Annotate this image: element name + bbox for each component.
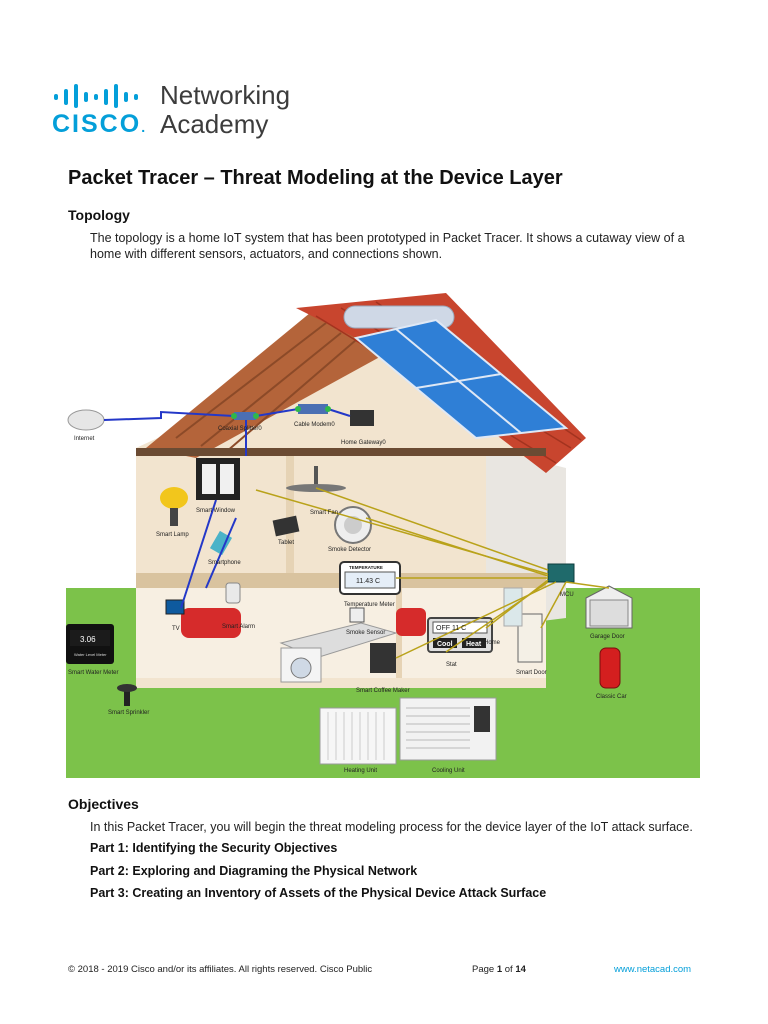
part-1-text: Identifying the Security Objectives [132, 841, 338, 855]
label-smart-window: Smart Window [196, 508, 236, 514]
footer-copyright: © 2018 - 2019 Cisco and/or its affiliate… [68, 964, 373, 975]
part-1-label: Part 1: [90, 841, 129, 855]
topology-heading: Topology [68, 207, 130, 223]
label-water-meter-sub: Water Level Meter [74, 652, 107, 657]
label-smart-fan: Smart Fan [310, 510, 338, 516]
label-tablet: Tablet [278, 540, 294, 546]
label-smartphone: Smartphone [208, 560, 241, 566]
label-temperature-value: 11.43 C [356, 578, 380, 585]
label-temperature-header: TEMPERATURE [349, 565, 383, 570]
networking-text: Networking [160, 80, 291, 110]
tv [165, 599, 185, 615]
part-3: Part 3: Creating an Inventory of Assets … [90, 886, 546, 900]
objectives-heading: Objectives [68, 796, 139, 812]
label-garage-door: Garage Door [590, 634, 625, 640]
academy-text: Academy [160, 109, 269, 139]
solar-panel [353, 318, 569, 440]
part-2-text: Exploring and Diagraming the Physical Ne… [132, 864, 418, 878]
objectives-text: In this Packet Tracer, you will begin th… [90, 820, 693, 834]
smart-fan [314, 466, 318, 486]
smart-sprinkler [124, 688, 130, 706]
part-1: Part 1: Identifying the Security Objecti… [90, 841, 337, 855]
label-home-gateway: Home Gateway0 [341, 440, 386, 446]
label-tv: TV [172, 626, 180, 632]
label-home: Home [484, 640, 501, 646]
smoke-sensor [349, 607, 365, 623]
part-2-label: Part 2: [90, 864, 129, 878]
classic-car [599, 647, 621, 689]
sofa [181, 608, 241, 638]
smart-coffee-maker [370, 643, 396, 673]
label-smart-sprinkler: Smart Sprinkler [108, 710, 149, 716]
cisco-bridge-icon [54, 84, 138, 108]
heating-unit [319, 707, 397, 765]
label-heating-unit: Heating Unit [344, 768, 377, 774]
label-smart-door: Smart Door [516, 670, 547, 676]
part-3-label: Part 3: [90, 886, 129, 900]
label-smart-lamp: Smart Lamp [156, 532, 189, 538]
smart-lamp [160, 487, 188, 509]
label-thermostat: Stat [446, 662, 457, 668]
coaxial-splitter [234, 412, 256, 420]
floor-upper [136, 448, 546, 456]
home-gateway [350, 410, 374, 426]
label-smoke-detector: Smoke Detector [328, 547, 371, 553]
label-smart-coffee-maker: Smart Coffee Maker [356, 688, 410, 694]
topology-text-line1: The topology is a home IoT system that h… [90, 231, 685, 245]
smart-alarm [225, 582, 241, 604]
label-thermostat-display: OFF 11 C [436, 625, 466, 632]
topology-figure: Internet Coaxial Splitter0 Cable Modem0 … [66, 288, 700, 778]
footer-page-number: Page 1 of 14 [472, 964, 526, 975]
topology-text-line2: home with different sensors, actuators, … [90, 247, 443, 261]
label-smart-water-meter: Smart Water Meter [68, 670, 118, 676]
smartphone [209, 530, 233, 556]
label-coaxial-splitter: Coaxial Splitter0 [218, 426, 262, 432]
attic [146, 308, 396, 458]
cable-modem [298, 404, 328, 414]
label-cooling-unit: Cooling Unit [432, 768, 465, 774]
label-smoke-sensor: Smoke Sensor [346, 630, 385, 636]
label-water-meter-value: 3.06 [80, 635, 96, 644]
document-title: Packet Tracer – Threat Modeling at the D… [68, 167, 563, 189]
wire-internet [103, 410, 235, 421]
cisco-wordmark: CISCO. [52, 110, 148, 138]
label-smart-alarm: Smart Alarm [222, 624, 255, 630]
internet-cloud [67, 409, 105, 431]
label-mcu: MCU [560, 592, 574, 598]
label-cool: Cool [437, 641, 453, 648]
mcu [547, 563, 575, 583]
tablet [272, 515, 300, 537]
label-temperature-meter: Temperature Meter [344, 602, 395, 608]
part-3-text: Creating an Inventory of Assets of the P… [132, 886, 547, 900]
cisco-networking-academy-logo: CISCO. Networking Academy [52, 78, 312, 142]
label-classic-car: Classic Car [596, 694, 627, 700]
part-2: Part 2: Exploring and Diagraming the Phy… [90, 864, 417, 878]
label-cable-modem: Cable Modem0 [294, 422, 335, 428]
label-heat: Heat [466, 641, 482, 648]
footer-website-link[interactable]: www.netacad.com [614, 964, 692, 975]
label-internet: Internet [74, 436, 95, 442]
